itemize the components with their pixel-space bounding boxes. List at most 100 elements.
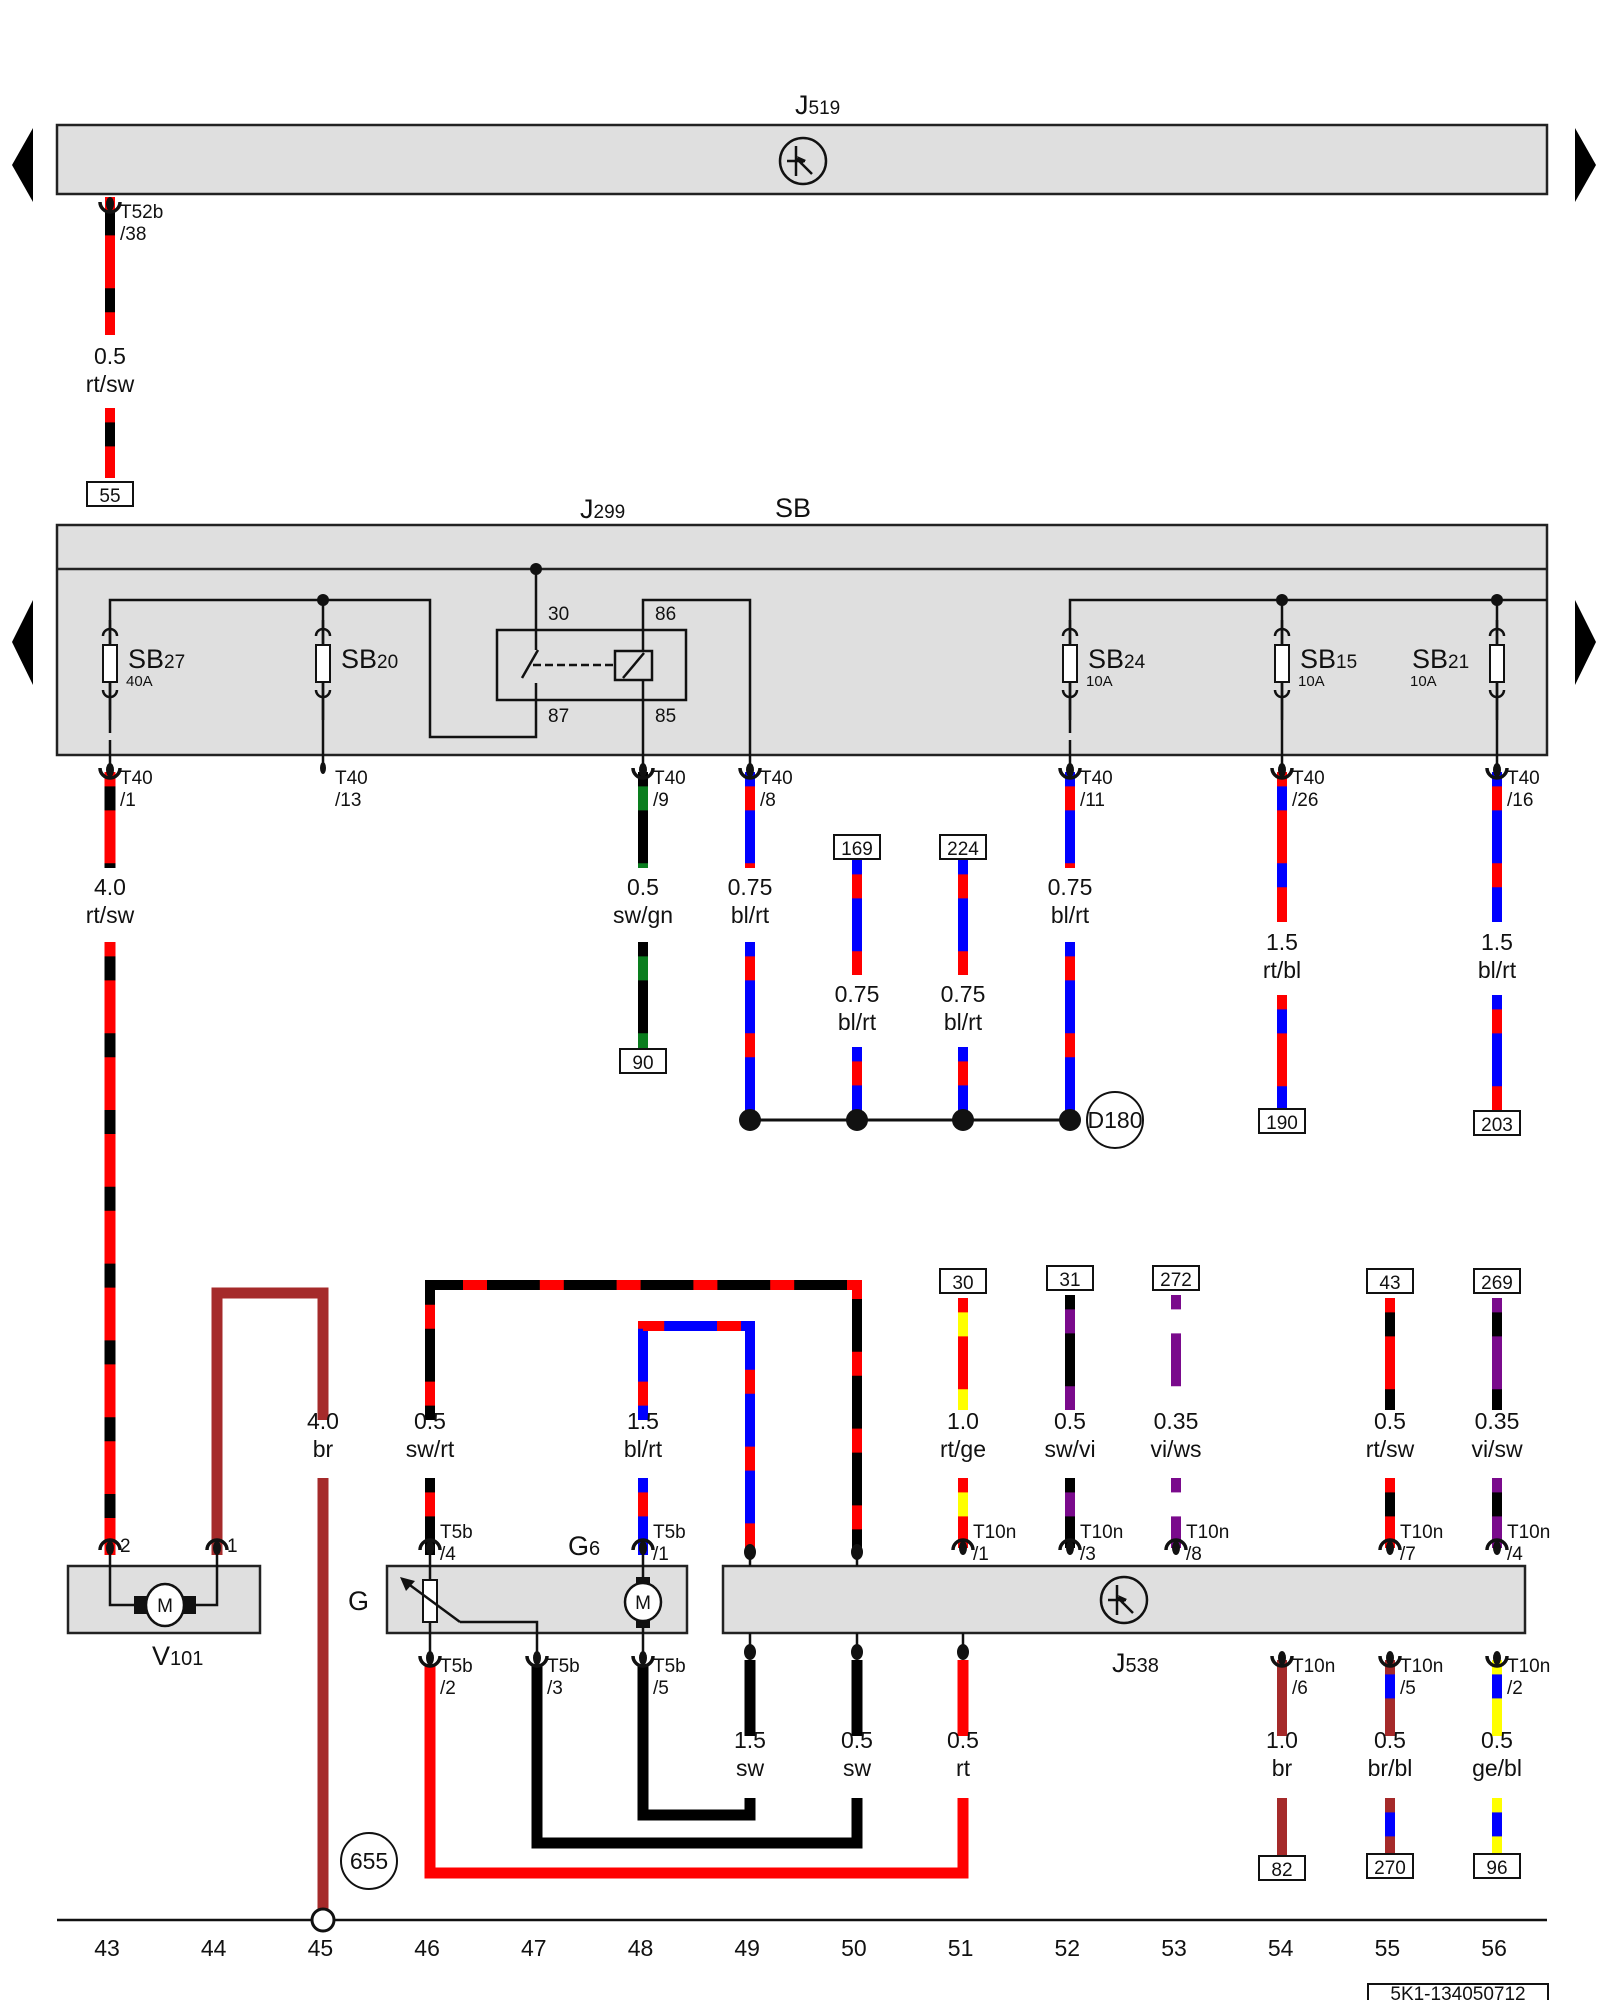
svg-text:bl/rt: bl/rt: [1478, 957, 1517, 983]
fuel-pump-g6[interactable]: G G6 M: [348, 1531, 689, 1660]
control-unit-j538[interactable]: J538: [721, 1564, 1527, 1678]
connector-t10n-6[interactable]: T10n/6: [1270, 1651, 1335, 1699]
fuse-rating: 10A: [1086, 673, 1113, 690]
reference-55[interactable]: 55: [86, 481, 134, 507]
svg-text:224: 224: [947, 839, 979, 860]
reference-82[interactable]: 82: [1258, 1855, 1306, 1881]
g-label: G: [348, 1586, 369, 1616]
connector-t52b-38[interactable]: T52b/38: [98, 197, 163, 245]
svg-text:0.5: 0.5: [947, 1727, 979, 1753]
ground-point-655[interactable]: 655: [340, 1832, 398, 1890]
svg-text:31: 31: [1059, 1270, 1080, 1291]
reference-43[interactable]: 43: [1366, 1268, 1414, 1294]
motor-v101[interactable]: M V101: [66, 1540, 262, 1671]
fuse-sb20[interactable]: SB20: [314, 620, 398, 720]
connector-t5b-3[interactable]: T5b/3: [525, 1651, 580, 1699]
relay-pin-85: 85: [655, 706, 676, 727]
svg-text:sw/gn: sw/gn: [613, 902, 673, 928]
svg-text:T40: T40: [760, 768, 793, 789]
relay-pin-87: 87: [548, 706, 569, 727]
connector-t10n-1[interactable]: T10n/1: [951, 1522, 1016, 1565]
page-left-arrow-icon[interactable]: [12, 128, 33, 202]
wire-sw[interactable]: [531, 1660, 863, 1849]
wire-label: 1.0br: [1266, 1727, 1298, 1781]
connector-v101-2[interactable]: 2: [98, 1536, 131, 1557]
reference-31[interactable]: 31: [1046, 1265, 1094, 1291]
connector-t5b-2[interactable]: T5b/2: [418, 1651, 473, 1699]
part-number: 5K1-134050712: [1390, 1984, 1525, 2000]
connector-t5b-1[interactable]: T5b/1: [631, 1522, 686, 1565]
svg-text:0.5: 0.5: [1374, 1408, 1406, 1434]
track-number: 44: [201, 1935, 227, 1961]
motor-symbol: M: [635, 1593, 651, 1614]
wire-br[interactable]: [211, 1287, 329, 1910]
svg-text:/8: /8: [1186, 1544, 1202, 1565]
reference-169[interactable]: 169: [833, 834, 881, 860]
connector-t40-9[interactable]: T40/9: [631, 763, 686, 811]
fuse-rating: 40A: [126, 673, 153, 690]
reference-224[interactable]: 224: [939, 834, 987, 860]
connector-t5b-5[interactable]: T5b/5: [631, 1651, 686, 1699]
relay-pin-86: 86: [655, 604, 676, 625]
splice-d180[interactable]: D180: [739, 1091, 1144, 1149]
connector-t10n-5[interactable]: T10n/5: [1378, 1651, 1443, 1699]
connector-t40-1[interactable]: T40/1: [98, 763, 153, 811]
connector-t10n-2[interactable]: T10n/2: [1485, 1651, 1550, 1699]
reference-190[interactable]: 190: [1258, 1108, 1306, 1134]
connector-t40-26[interactable]: T40/26: [1270, 763, 1325, 811]
svg-text:sw: sw: [736, 1755, 765, 1781]
connector-t10n-3[interactable]: T10n/3: [1058, 1522, 1123, 1565]
fuse-box-sb[interactable]: J299 SB 30: [12, 493, 1596, 770]
wire-label: 4.0rt/sw: [86, 874, 135, 928]
reference-203[interactable]: 203: [1473, 1110, 1521, 1136]
wire-sw[interactable]: [637, 1660, 756, 1821]
connector-t40-13[interactable]: T40/13: [320, 762, 368, 811]
svg-text:/6: /6: [1292, 1678, 1308, 1699]
svg-text:sw/vi: sw/vi: [1044, 1436, 1095, 1462]
wire-label: 4.0br: [307, 1408, 339, 1462]
wire-rt[interactable]: [424, 1660, 969, 1879]
reference-90[interactable]: 90: [619, 1048, 667, 1074]
reference-30[interactable]: 30: [939, 1268, 987, 1294]
svg-text:ge/bl: ge/bl: [1472, 1755, 1522, 1781]
wire-label: 1.5rt/bl: [1263, 929, 1301, 983]
svg-text:/16: /16: [1507, 790, 1533, 811]
svg-text:43: 43: [1379, 1273, 1400, 1294]
connector-t10n-7[interactable]: T10n/7: [1378, 1522, 1443, 1565]
svg-text:T40: T40: [120, 768, 153, 789]
connector-t10n-8[interactable]: T10n/8: [1164, 1522, 1229, 1565]
svg-text:/3: /3: [1080, 1544, 1096, 1565]
page-right-arrow-icon[interactable]: [1575, 128, 1596, 202]
track-number: 46: [414, 1935, 440, 1961]
connector-t40-11[interactable]: T40/11: [1058, 763, 1113, 811]
track-number: 45: [308, 1935, 334, 1961]
reference-270[interactable]: 270: [1366, 1853, 1414, 1879]
connector-t10n-4[interactable]: T10n/4: [1485, 1522, 1550, 1565]
reference-96[interactable]: 96: [1473, 1853, 1521, 1879]
svg-text:0.5: 0.5: [841, 1727, 873, 1753]
svg-text:1.5: 1.5: [734, 1727, 766, 1753]
connector-t40-16[interactable]: T40/16: [1485, 763, 1540, 811]
connector-t5b-4[interactable]: T5b/4: [418, 1522, 473, 1565]
reference-272[interactable]: 272: [1152, 1265, 1200, 1291]
wire-label: 1.5bl/rt: [1478, 929, 1517, 983]
reference-269[interactable]: 269: [1473, 1268, 1521, 1294]
svg-text:190: 190: [1266, 1113, 1298, 1134]
relay-j299[interactable]: 30 86 87 85: [495, 604, 688, 727]
connector-t40-8[interactable]: T40/8: [738, 763, 793, 811]
connector-v101-1[interactable]: 1: [205, 1536, 238, 1557]
svg-text:T40: T40: [653, 768, 686, 789]
svg-text:/2: /2: [1507, 1678, 1523, 1699]
splice-d180-label: D180: [1088, 1107, 1143, 1133]
page-right-arrow-icon[interactable]: [1575, 600, 1596, 685]
svg-text:/11: /11: [1080, 790, 1105, 811]
module-j519[interactable]: J519: [12, 90, 1596, 202]
page-left-arrow-icon[interactable]: [12, 600, 33, 685]
